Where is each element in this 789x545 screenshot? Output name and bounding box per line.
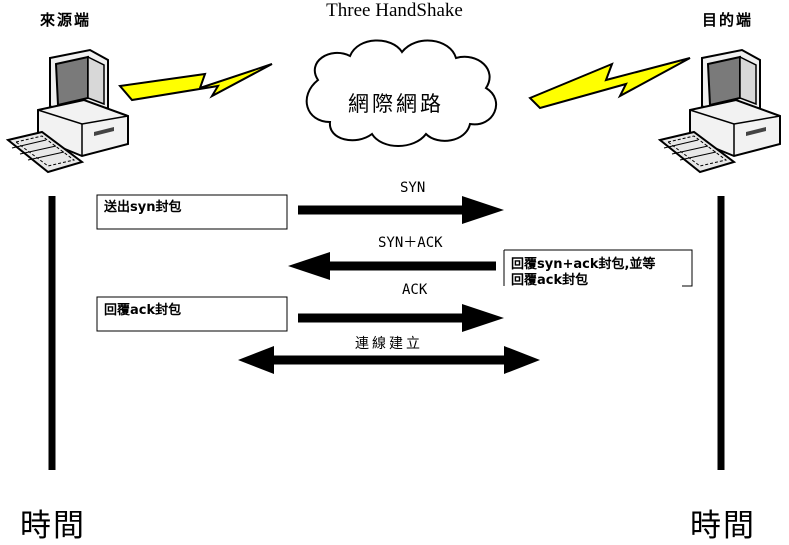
- syn-label: SYN: [400, 180, 426, 196]
- note-reply-syn-ack: 回覆syn+ack封包,並等 回覆ack封包: [511, 257, 655, 289]
- destination-computer-icon: [659, 49, 781, 173]
- source-computer-icon: [7, 49, 129, 173]
- note-reply-ack: 回覆ack封包: [104, 303, 182, 318]
- ack-label: ACK: [402, 282, 428, 298]
- time-label-right: 時間: [690, 508, 756, 544]
- syn-ack-label: SYN＋ACK: [378, 235, 443, 251]
- lightning-bolt-icon: [528, 57, 691, 110]
- note-box-reply-syn-ack: [504, 249, 693, 287]
- ack-arrow-right-icon: [298, 304, 504, 332]
- connection-label: 連線建立: [355, 336, 423, 352]
- cloud-icon: [305, 39, 498, 147]
- note-send-syn: 送出syn封包: [104, 200, 182, 215]
- destination-host-label: 目的端: [702, 11, 754, 29]
- note-reply-syn-ack-line1: 回覆syn+ack封包,並等: [511, 257, 656, 272]
- source-host-label: 來源端: [40, 11, 92, 29]
- note-reply-syn-ack-line2: 回覆ack封包: [511, 273, 589, 288]
- time-label-left: 時間: [20, 508, 86, 544]
- network-label: 網際網路: [348, 92, 444, 116]
- syn-arrow-right-icon: [298, 196, 504, 224]
- note-box-reply-ack: [96, 296, 288, 332]
- note-box-send-syn: [96, 194, 288, 230]
- syn-ack-arrow-left-icon: [288, 252, 496, 280]
- lightning-bolt-icon: [118, 63, 273, 102]
- diagram-title: Three HandShake: [326, 0, 463, 21]
- connection-double-arrow-icon: [238, 346, 540, 374]
